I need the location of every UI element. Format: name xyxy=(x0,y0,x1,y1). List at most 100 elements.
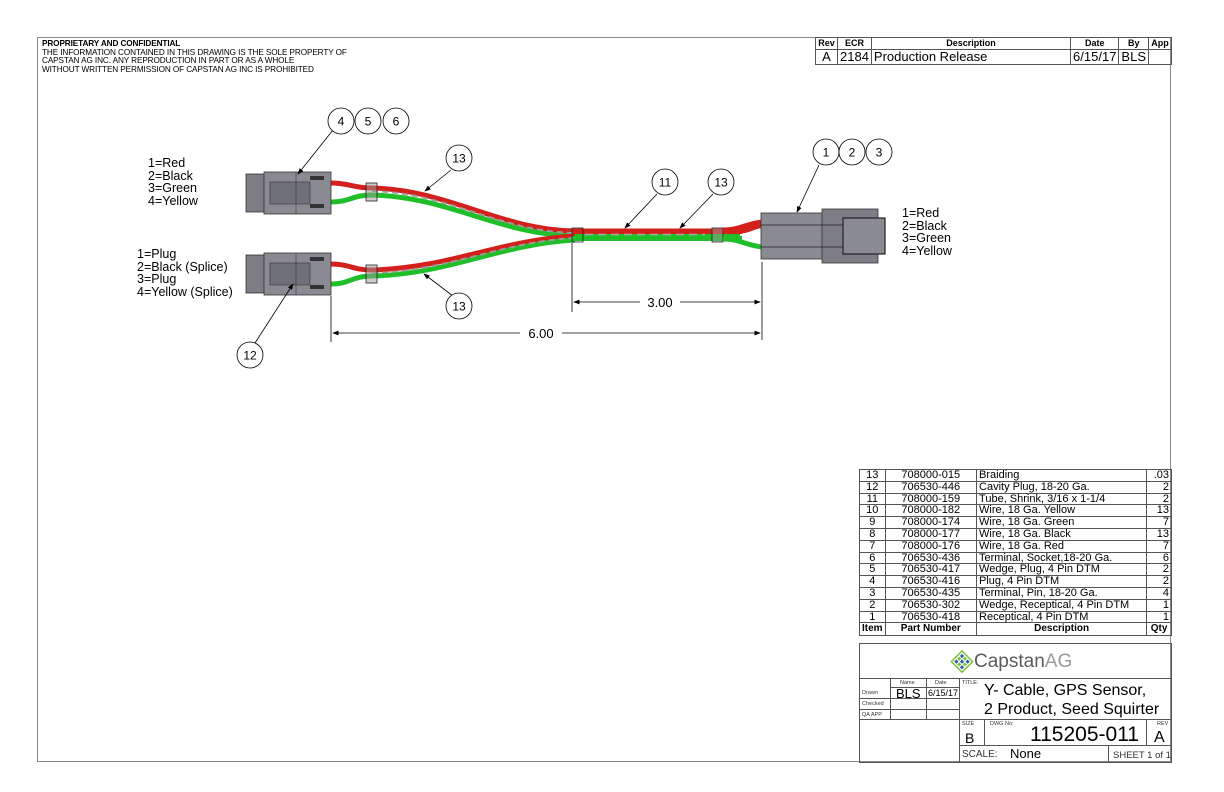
balloon-item-13-main: 13 xyxy=(707,168,735,196)
trunk-red xyxy=(572,229,742,234)
bom-description: Receptical, 4 Pin DTM xyxy=(976,610,1148,624)
balloon-label: 13 xyxy=(452,152,466,166)
balloon-circle xyxy=(382,107,410,135)
balloon-item-12: 12 xyxy=(236,341,264,369)
bom-description: Cavity Plug, 18-20 Ga. xyxy=(976,480,1148,494)
right-pinout: 1=Red 2=Black 3=Green 4=Yellow xyxy=(902,207,952,257)
wire-red-right xyxy=(722,219,763,233)
title-label: TITLE: xyxy=(962,680,979,686)
bom-item: 6 xyxy=(859,551,886,565)
pinout-line: 3=Plug xyxy=(137,272,177,286)
rev-value: A xyxy=(1154,729,1165,746)
logo-text: Capstan xyxy=(974,651,1045,672)
bom-desc-header: Description xyxy=(976,622,1148,637)
balloon-circle xyxy=(707,168,735,196)
balloon-circle xyxy=(327,107,355,135)
balloon-label: 2 xyxy=(849,146,856,160)
shrink-tube-top xyxy=(365,182,378,202)
bom-item: 9 xyxy=(859,516,886,529)
balloon-label: 6 xyxy=(393,115,400,129)
dimension-6 xyxy=(330,296,761,342)
dimension-3 xyxy=(571,243,763,340)
bom-item: 10 xyxy=(859,504,886,518)
bom-item: 1 xyxy=(859,610,886,624)
balloon-circle xyxy=(445,144,473,172)
size-box: SIZE B xyxy=(959,719,985,746)
dimension-3-label: 3.00 xyxy=(647,295,672,310)
dwg-no-value: 115205-011 xyxy=(1030,723,1139,746)
confidentiality-notice: PROPRIETARY AND CONFIDENTIAL THE INFORMA… xyxy=(42,39,347,74)
scale-value: None xyxy=(1010,746,1042,761)
leader-lines xyxy=(254,129,820,344)
blank-box xyxy=(859,719,960,763)
pinout-line: 3=Green xyxy=(902,231,951,245)
trunk-green xyxy=(572,236,742,241)
pinout-line: 3=Green xyxy=(148,181,197,195)
balloon-item-11: 11 xyxy=(651,168,679,196)
drawn-name: BLS xyxy=(896,686,921,701)
dwg-no-box: DWG No: 115205-011 xyxy=(984,719,1147,746)
drawing-title-line1: Y- Cable, GPS Sensor, xyxy=(984,682,1147,699)
bom-qty: 6 xyxy=(1146,551,1172,565)
revision-table: Rev ECR Description Date By App A 2184 P… xyxy=(815,37,1172,65)
bom-part-number: 706530-416 xyxy=(884,575,978,588)
bom-item: 13 xyxy=(859,469,886,482)
balloon-label: 4 xyxy=(338,115,345,129)
scale-label: SCALE: xyxy=(962,749,998,760)
wire-green-top-branch xyxy=(330,192,740,239)
bom-qty-header: Qty xyxy=(1146,622,1172,637)
balloon-item-3: 3 xyxy=(865,138,893,166)
dwg-no-label: DWG No: xyxy=(990,721,1014,727)
drawing-title-line2: 2 Product, Seed Squirter xyxy=(984,701,1160,718)
balloon-item-6: 6 xyxy=(382,107,410,135)
bom-description: Braiding xyxy=(976,469,1148,482)
balloon-circle xyxy=(445,292,473,320)
drawn-date: 6/15/17 xyxy=(928,688,959,698)
bom-part-header: Part Number xyxy=(884,622,978,637)
balloon-label: 11 xyxy=(659,176,672,190)
bom-part-number: 706530-446 xyxy=(884,480,978,494)
bom-qty: 1 xyxy=(1146,598,1172,612)
balloon-label: 3 xyxy=(876,146,883,160)
bom-part-number: 706530-418 xyxy=(884,610,978,624)
approvals-box: Name Date Drawn Checked QA APP BLS 6/15/… xyxy=(859,678,960,720)
left-bottom-pinout: 1=Plug 2=Black (Splice) 3=Plug 4=Yellow … xyxy=(137,248,233,298)
bom-part-number: 706530-302 xyxy=(884,598,978,612)
size-label: SIZE xyxy=(962,721,975,727)
bom-description: Terminal, Pin, 18-20 Ga. xyxy=(976,586,1148,600)
balloon-circle xyxy=(865,138,893,166)
bom-qty: 2 xyxy=(1146,575,1172,588)
pinout-line: 4=Yellow xyxy=(902,243,952,258)
bom-qty: 2 xyxy=(1146,480,1172,494)
pinout-line: 2=Black xyxy=(148,168,193,183)
logo-suffix: AG xyxy=(1044,651,1073,672)
bom-qty: 4 xyxy=(1146,586,1172,600)
pinout-line: 1=Plug xyxy=(137,247,177,261)
plug-connector-top xyxy=(245,171,332,215)
bom-description: Tube, Shrink, 3/16 x 1-1/4 xyxy=(976,492,1148,506)
bom-description: Wedge, Plug, 4 Pin DTM xyxy=(976,563,1148,577)
wire-green-bottom-branch xyxy=(330,237,576,287)
bom-qty: 7 xyxy=(1146,516,1172,529)
bom-qty: 13 xyxy=(1146,527,1172,541)
bom-item: 3 xyxy=(859,586,886,600)
rev-cell: A xyxy=(815,49,838,65)
balloon-item-4: 4 xyxy=(327,107,355,135)
pinout-line: 1=Red xyxy=(148,156,186,170)
shrink-tube-trunk-right xyxy=(711,227,724,243)
braid-bottom xyxy=(371,237,576,274)
date-cell: 6/15/17 xyxy=(1070,49,1120,65)
wire-red-bottom-branch xyxy=(330,233,576,273)
pinout-line: 2=Black xyxy=(902,218,947,233)
